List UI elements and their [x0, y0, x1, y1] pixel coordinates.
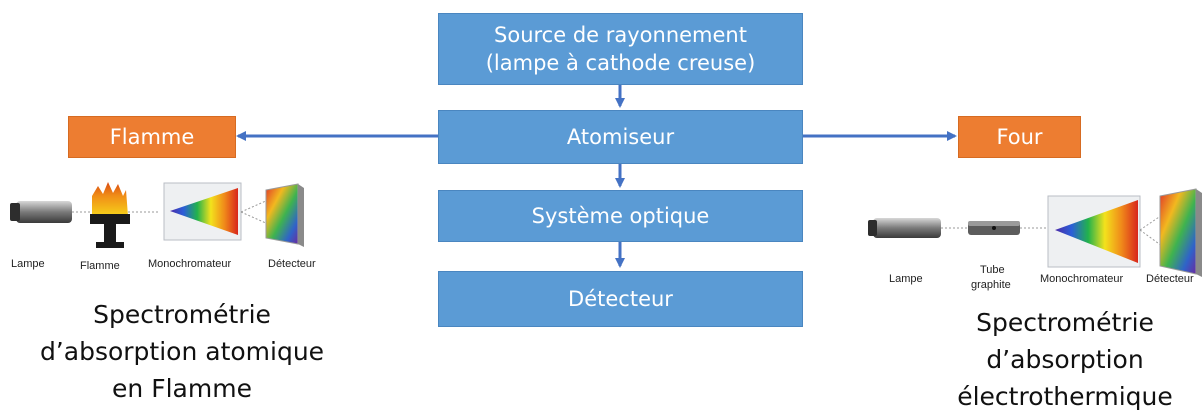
label-monochromator-left: Monochromateur — [148, 258, 232, 270]
prism-spectrum-left — [170, 188, 238, 235]
label-detector-right: Détecteur — [1146, 273, 1194, 285]
atomizer-box: Atomiseur — [438, 110, 803, 164]
flame-icon — [92, 182, 128, 216]
furnace-caption-line3: électrothermique — [957, 382, 1173, 411]
label-graphite-right: graphite — [971, 279, 1011, 291]
optics-label: Système optique — [531, 204, 710, 228]
flame-caption: Spectrométrie d’absorption atomique en F… — [22, 296, 342, 407]
burner-head — [90, 214, 130, 224]
lamp-right-cap — [868, 220, 877, 236]
source-line1: Source de rayonnement — [494, 23, 747, 47]
source-box: Source de rayonnement (lampe à cathode c… — [438, 13, 803, 85]
label-detector-left: Détecteur — [268, 258, 316, 270]
detector-right-panel — [1159, 188, 1197, 275]
atomizer-label: Atomiseur — [566, 125, 675, 149]
detector-box: Détecteur — [438, 271, 803, 327]
furnace-label: Four — [996, 125, 1043, 149]
furnace-caption-line1: Spectrométrie — [976, 308, 1154, 337]
flame-caption-line1: Spectrométrie — [93, 300, 271, 329]
flame-caption-line2: d’absorption atomique — [39, 337, 325, 366]
furnace-caption: Spectrométrie d’absorption électrothermi… — [930, 304, 1200, 415]
label-lamp-right: Lampe — [889, 273, 923, 285]
lamp-left-body — [16, 201, 72, 223]
detector-label: Détecteur — [568, 287, 673, 311]
flame-label: Flamme — [109, 125, 195, 149]
burner-stem — [104, 224, 116, 242]
label-monochromator-right: Monochromateur — [1040, 273, 1124, 285]
label-flame-left: Flamme — [80, 260, 120, 272]
lamp-right-body — [873, 218, 941, 238]
lamp-left-cap — [10, 203, 20, 221]
furnace-box: Four — [958, 116, 1081, 158]
source-line2: (lampe à cathode creuse) — [485, 51, 756, 75]
flame-box: Flamme — [68, 116, 236, 158]
prism-spectrum-right — [1055, 200, 1138, 263]
label-lamp-left: Lampe — [11, 258, 45, 270]
label-tube-right: Tube — [980, 264, 1005, 276]
furnace-caption-line2: d’absorption — [986, 345, 1144, 374]
flame-caption-line3: en Flamme — [112, 374, 252, 403]
optics-box: Système optique — [438, 190, 803, 242]
burner-base — [96, 242, 124, 248]
